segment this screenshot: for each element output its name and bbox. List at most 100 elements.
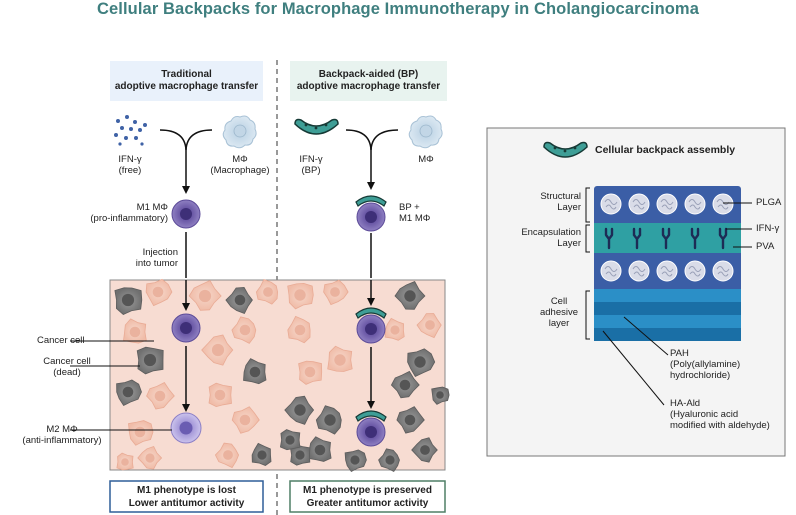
plga-particle <box>684 260 706 282</box>
cancer-cell <box>231 316 257 344</box>
ha-ald-label: HA-Ald (Hyaluronic acid modified with al… <box>670 398 782 431</box>
cancer-cell <box>123 318 147 344</box>
cancer-cell <box>416 313 442 339</box>
bp-m1-macrophage-icon <box>355 195 387 232</box>
backpack-footer-box <box>289 480 446 513</box>
dead-cancer-cell <box>284 395 315 425</box>
cancer-cell <box>287 315 311 344</box>
m1-macrophage-icon <box>171 199 201 229</box>
dead-cell-label-line2: (dead) <box>53 367 81 378</box>
bp-m1-label: BP + M1 MΦ <box>399 202 449 224</box>
ifn-molecule <box>718 227 728 250</box>
macrophage-icon-traditional <box>222 115 257 149</box>
encapsulation-label: Encapsulation Layer <box>505 227 581 249</box>
pva-label: PVA <box>756 241 775 252</box>
ifn-molecule <box>604 227 614 250</box>
structural-label-line1: Structural <box>540 191 581 202</box>
merge-bracket-traditional <box>159 129 213 151</box>
ifn-molecule <box>661 227 671 250</box>
pah-label: PAH (Poly(allylamine) hydrochloride) <box>670 348 780 381</box>
plga-particle <box>712 193 734 215</box>
plga-particle <box>600 193 622 215</box>
cancer-cell <box>201 334 234 366</box>
cancer-cell <box>214 442 240 469</box>
plga-particles-row2 <box>600 260 734 282</box>
encapsulation-label-line1: Encapsulation <box>521 227 581 238</box>
ifn-molecules-row <box>604 227 728 250</box>
backpack-header-line1: Backpack-aided (BP) <box>318 69 419 80</box>
bp-m1-label-line2: M1 MΦ <box>399 213 431 224</box>
backpack-icon-top <box>294 118 339 135</box>
dead-cancer-cell <box>136 346 164 375</box>
dead-cancer-cell <box>308 436 332 462</box>
dead-cancer-cell <box>407 348 436 378</box>
ha-ald-label-line3: modified with aldehyde) <box>670 420 770 431</box>
dead-cancer-cell <box>243 358 267 385</box>
cancer-cell <box>327 345 353 372</box>
cancer-cell <box>137 446 163 470</box>
bp-m1-in-tumor-icon <box>355 307 387 344</box>
traditional-footer-line2: Lower antitumor activity <box>128 497 245 509</box>
ifn-molecule <box>690 227 700 250</box>
bp-m1-final-icon <box>355 410 387 447</box>
dead-cancer-cell <box>290 444 311 466</box>
macrophage-label-backpack: MΦ <box>411 154 441 165</box>
ifn-bp-label-line1: IFN-γ <box>299 154 323 165</box>
ifn-free-label-line1: IFN-γ <box>118 154 142 165</box>
cancer-cell-label: Cancer cell <box>37 335 107 346</box>
structural-label-line2: Layer <box>557 202 581 213</box>
plga-particle <box>656 260 678 282</box>
plga-label: PLGA <box>756 197 782 208</box>
dead-cancer-cell <box>279 429 301 451</box>
encapsulation-bracket <box>585 224 590 253</box>
cancer-cell <box>231 406 260 434</box>
pah-leader <box>623 316 669 356</box>
traditional-footer-line1: M1 phenotype is lost <box>137 484 236 496</box>
macrophage-icon-backpack <box>408 115 443 149</box>
adhesive-label: Cell adhesive layer <box>531 296 587 329</box>
injection-label-line1: Injection <box>142 247 178 258</box>
dead-cell-label: Cancer cell (dead) <box>32 356 102 378</box>
page-title: Cellular Backpacks for Macrophage Immuno… <box>97 0 699 18</box>
m2-label: M2 MΦ (anti-inflammatory) <box>14 424 110 446</box>
pah-label-line3: hydrochloride) <box>670 370 731 381</box>
cancer-cell <box>188 279 222 311</box>
adhesive-label-line3: layer <box>548 318 570 329</box>
m1-label-line2: (pro-inflammatory) <box>90 213 168 224</box>
traditional-header: Traditional adoptive macrophage transfer <box>110 62 263 100</box>
plga-particle <box>656 193 678 215</box>
m2-label-line2: (anti-inflammatory) <box>22 435 102 446</box>
plga-particle <box>712 260 734 282</box>
adhesive-label-line2: adhesive <box>539 307 579 318</box>
dead-cancer-cell <box>411 437 438 463</box>
pah-label-line1: PAH <box>670 348 689 359</box>
dead-cancer-cell <box>390 370 420 399</box>
cancer-cell <box>145 278 173 307</box>
plga-particle <box>684 193 706 215</box>
dead-cancer-cell <box>396 406 425 434</box>
ifn-molecule <box>632 227 642 250</box>
traditional-footer-box <box>109 480 264 513</box>
dead-cancer-cell <box>225 286 253 315</box>
plga-particle <box>628 260 650 282</box>
cancer-cell <box>298 360 323 385</box>
dead-cancer-cell <box>315 405 342 435</box>
backpack-footer-line1: M1 phenotype is preserved <box>303 484 432 496</box>
cancer-cell <box>208 382 232 408</box>
cancer-cell <box>146 381 175 410</box>
assembly-title: Cellular backpack assembly <box>595 144 736 156</box>
mac-bp-label-text: MΦ <box>418 154 434 165</box>
m1-in-tumor-icon <box>171 313 201 343</box>
ifn-layer-label: IFN-γ <box>756 223 780 234</box>
backpack-header-line2: adoptive macrophage transfer <box>296 81 441 92</box>
cancer-cell <box>287 282 314 310</box>
dead-cancer-cell <box>431 386 450 405</box>
ifn-free-label: IFN-γ (free) <box>105 154 155 176</box>
cancer-cell <box>323 279 349 306</box>
backpack-footer: M1 phenotype is preserved Greater antitu… <box>291 482 444 511</box>
tumor-cells <box>114 278 450 473</box>
structural-label: Structural Layer <box>515 191 581 213</box>
adhesive-bracket <box>585 290 590 340</box>
structural-bracket <box>585 187 590 223</box>
ha-ald-label-line1: HA-Ald <box>670 398 701 409</box>
